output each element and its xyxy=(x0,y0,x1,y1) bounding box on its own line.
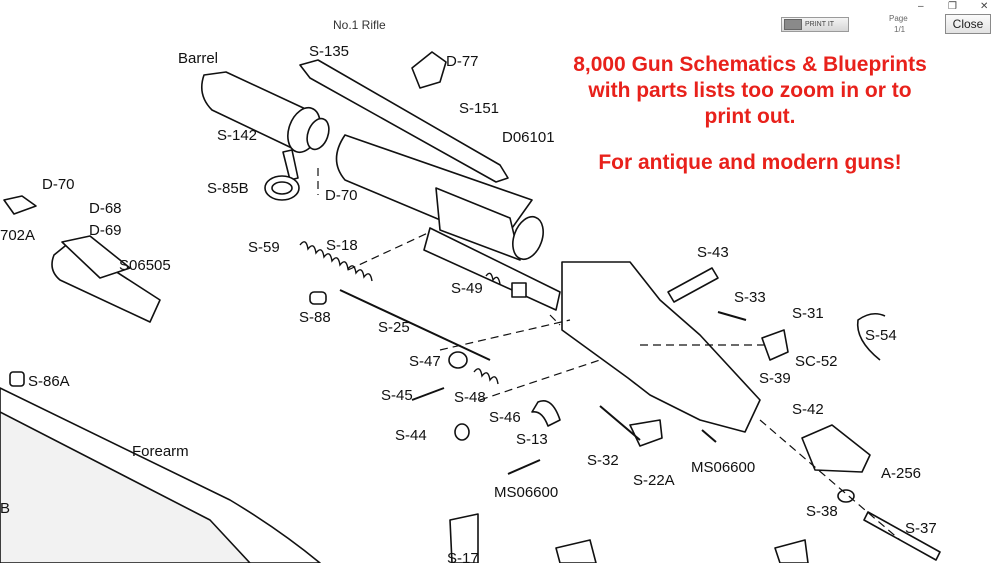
printer-icon xyxy=(784,19,802,30)
label-s86a: S-86A xyxy=(28,373,70,390)
label-s38: S-38 xyxy=(806,503,838,520)
action-frame-part xyxy=(561,261,761,433)
label-forearm: Forearm xyxy=(132,443,189,460)
label-s22a: S-22A xyxy=(633,472,675,489)
label-s06505: S06505 xyxy=(119,257,171,274)
label-s59: S-59 xyxy=(248,239,280,256)
label-s31: S-31 xyxy=(792,305,824,322)
label-d77: D-77 xyxy=(446,53,479,70)
label-s32: S-32 xyxy=(587,452,619,469)
label-ms06600-right: MS06600 xyxy=(691,459,755,476)
label-ms06600-left: MS06600 xyxy=(494,484,558,501)
label-s13: S-13 xyxy=(516,431,548,448)
promo-banner: 8,000 Gun Schematics & Blueprints with p… xyxy=(540,52,960,176)
label-s39: S-39 xyxy=(759,370,791,387)
breech-block-part xyxy=(51,241,161,323)
print-button-label: PRINT IT xyxy=(805,21,835,28)
label-sc52: SC-52 xyxy=(795,353,838,370)
label-d06101: D06101 xyxy=(502,129,555,146)
close-button[interactable]: Close xyxy=(945,14,991,34)
label-s43: S-43 xyxy=(697,244,729,261)
sling-swivel-part xyxy=(282,149,299,181)
promo-line-4: For antique and modern guns! xyxy=(598,151,902,174)
promo-line-3: print out. xyxy=(704,105,796,128)
spring-part xyxy=(299,241,373,282)
label-a256: A-256 xyxy=(881,465,921,482)
promo-line-1: 8,000 Gun Schematics & Blueprints xyxy=(573,53,927,76)
label-s37: S-37 xyxy=(905,520,937,537)
label-d70-left: D-70 xyxy=(42,176,75,193)
label-s49: S-49 xyxy=(451,280,483,297)
label-702a: 702A xyxy=(0,227,35,244)
label-s47: S-47 xyxy=(409,353,441,370)
label-d69: D-69 xyxy=(89,222,122,239)
label-s33: S-33 xyxy=(734,289,766,306)
minimize-icon[interactable]: – xyxy=(918,1,924,12)
label-d70-right: D-70 xyxy=(325,187,358,204)
label-s42: S-42 xyxy=(792,401,824,418)
label-s46: S-46 xyxy=(489,409,521,426)
restore-icon[interactable]: ❐ xyxy=(948,1,957,12)
document-title: No.1 Rifle xyxy=(333,18,386,32)
label-s135: S-135 xyxy=(309,43,349,60)
print-button[interactable]: PRINT IT xyxy=(781,17,849,32)
label-s85b: S-85B xyxy=(207,180,249,197)
label-s44: S-44 xyxy=(395,427,427,444)
label-d68: D-68 xyxy=(89,200,122,217)
label-barrel: Barrel xyxy=(178,50,218,67)
label-b: B xyxy=(0,500,10,517)
label-s48: S-48 xyxy=(454,389,486,406)
page-number: 1/1 xyxy=(894,25,906,34)
label-s17: S-17 xyxy=(447,550,479,563)
label-s142: S-142 xyxy=(217,127,257,144)
label-s151: S-151 xyxy=(459,100,499,117)
label-s45: S-45 xyxy=(381,387,413,404)
label-s25: S-25 xyxy=(378,319,410,336)
sight-part xyxy=(411,51,447,89)
label-s88: S-88 xyxy=(299,309,331,326)
window-close-icon[interactable]: ✕ xyxy=(980,1,989,12)
promo-line-2: with parts lists too zoom in or to xyxy=(588,79,912,102)
rail-part xyxy=(299,59,509,183)
page-label: Page xyxy=(889,14,908,23)
label-s18: S-18 xyxy=(326,237,358,254)
label-s54: S-54 xyxy=(865,327,897,344)
